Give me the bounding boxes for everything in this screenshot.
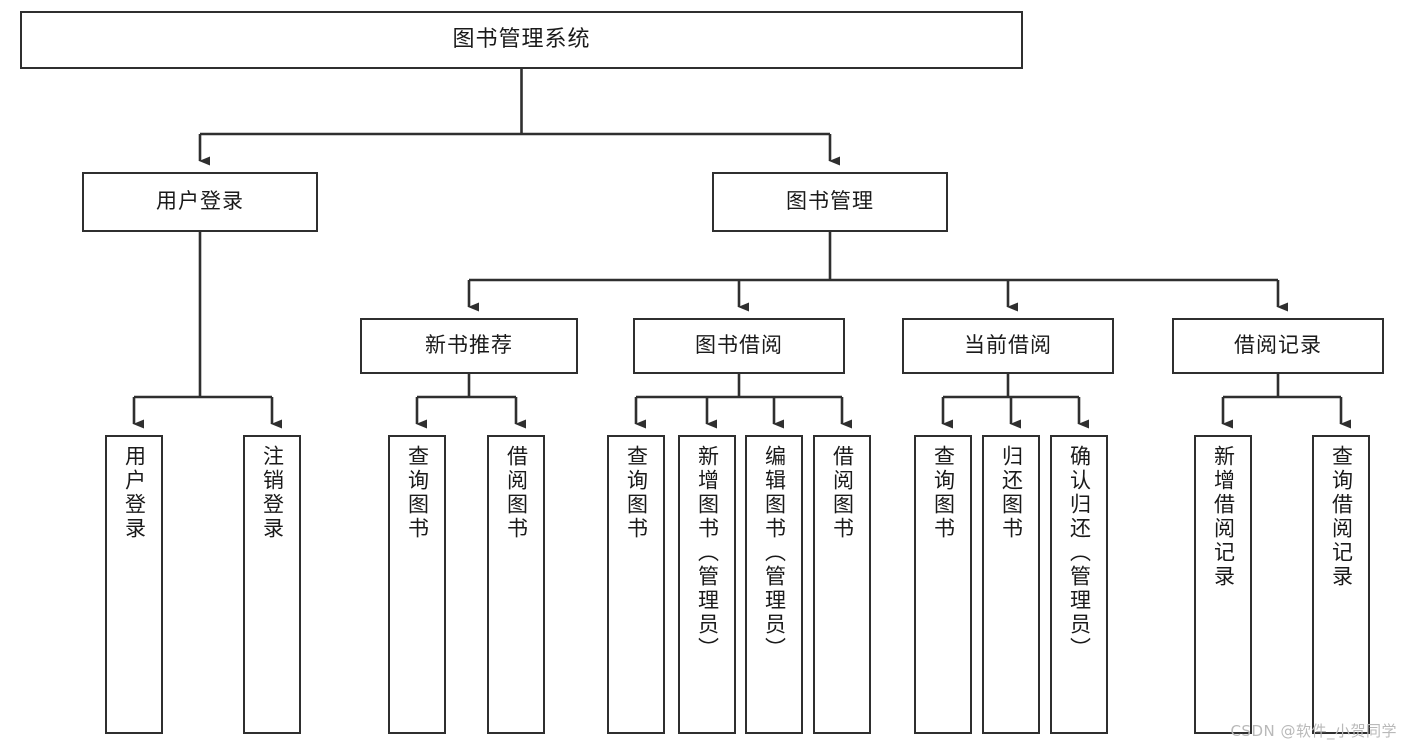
- node-label: 查询借阅记录: [1329, 445, 1354, 589]
- node-leaf-cur-1[interactable]: 查询图书: [914, 435, 972, 734]
- node-borrow[interactable]: 图书借阅: [633, 318, 845, 374]
- node-label: 查询图书: [405, 445, 430, 541]
- node-label: 借阅记录: [1234, 333, 1322, 358]
- node-label: 查询图书: [931, 445, 956, 541]
- node-label: 查询图书: [624, 445, 649, 541]
- node-records[interactable]: 借阅记录: [1172, 318, 1384, 374]
- node-label: 借阅图书: [830, 445, 855, 541]
- node-leaf-login-2[interactable]: 注销登录: [243, 435, 301, 734]
- node-leaf-new-1[interactable]: 查询图书: [388, 435, 446, 734]
- node-label: 借阅图书: [504, 445, 529, 541]
- node-leaf-new-2[interactable]: 借阅图书: [487, 435, 545, 734]
- node-label: 当前借阅: [964, 333, 1052, 358]
- node-leaf-login-1[interactable]: 用户登录: [105, 435, 163, 734]
- node-leaf-rec-2[interactable]: 查询借阅记录: [1312, 435, 1370, 734]
- node-bookmgmt[interactable]: 图书管理: [712, 172, 948, 232]
- node-root[interactable]: 图书管理系统: [20, 11, 1023, 69]
- node-newbook[interactable]: 新书推荐: [360, 318, 578, 374]
- node-label: 用户登录: [122, 445, 147, 541]
- node-label: 编辑图书（管理员）: [762, 445, 787, 661]
- node-leaf-borrow-3[interactable]: 编辑图书（管理员）: [745, 435, 803, 734]
- node-label: 新书推荐: [425, 333, 513, 358]
- node-label: 新增借阅记录: [1211, 445, 1236, 589]
- node-label: 注销登录: [260, 445, 285, 541]
- node-leaf-cur-3[interactable]: 确认归还（管理员）: [1050, 435, 1108, 734]
- node-leaf-rec-1[interactable]: 新增借阅记录: [1194, 435, 1252, 734]
- node-label: 图书管理: [786, 189, 874, 214]
- node-label: 用户登录: [156, 189, 244, 214]
- node-label: 图书借阅: [695, 333, 783, 358]
- node-login[interactable]: 用户登录: [82, 172, 318, 232]
- node-leaf-cur-2[interactable]: 归还图书: [982, 435, 1040, 734]
- node-current[interactable]: 当前借阅: [902, 318, 1114, 374]
- node-leaf-borrow-2[interactable]: 新增图书（管理员）: [678, 435, 736, 734]
- node-label: 归还图书: [999, 445, 1024, 541]
- node-label: 确认归还（管理员）: [1067, 445, 1092, 661]
- node-label: 图书管理系统: [452, 26, 591, 52]
- node-leaf-borrow-4[interactable]: 借阅图书: [813, 435, 871, 734]
- node-label: 新增图书（管理员）: [695, 445, 720, 661]
- node-leaf-borrow-1[interactable]: 查询图书: [607, 435, 665, 734]
